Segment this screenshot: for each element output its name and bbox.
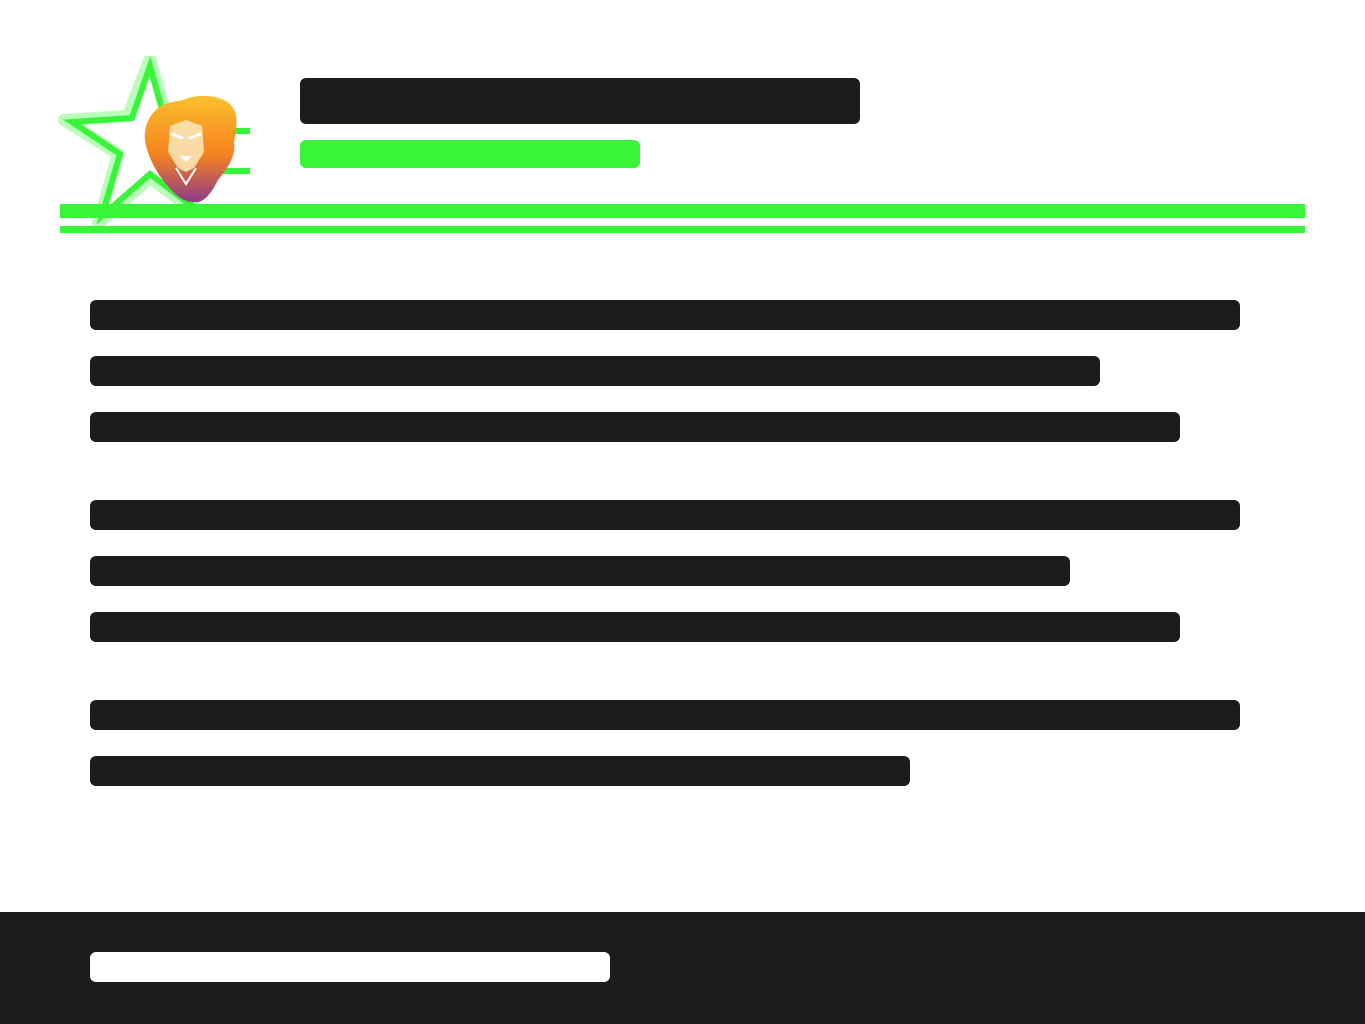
footer-text: [90, 952, 91, 953]
text-line-placeholder: [90, 700, 1240, 730]
page-subtitle-text: [300, 140, 301, 141]
page-title-text: [300, 78, 301, 79]
text-line-placeholder: [90, 556, 1070, 586]
text-line-placeholder: [90, 356, 1100, 386]
header-divider-thin: [60, 226, 1305, 233]
text-line-placeholder: [90, 612, 1180, 642]
star-lion-logo: [58, 56, 250, 230]
page-subtitle-placeholder: [300, 140, 640, 168]
text-line-placeholder: [90, 500, 1240, 530]
text-line-placeholder: [90, 756, 910, 786]
text-line-placeholder: [90, 300, 1240, 330]
footer: [0, 912, 1365, 1024]
lion-icon: [144, 95, 237, 203]
page-title-placeholder: [300, 78, 860, 124]
logo: [58, 56, 253, 232]
header-divider-thick: [60, 204, 1305, 218]
text-line-placeholder: [90, 412, 1180, 442]
footer-text-placeholder: [90, 952, 610, 982]
